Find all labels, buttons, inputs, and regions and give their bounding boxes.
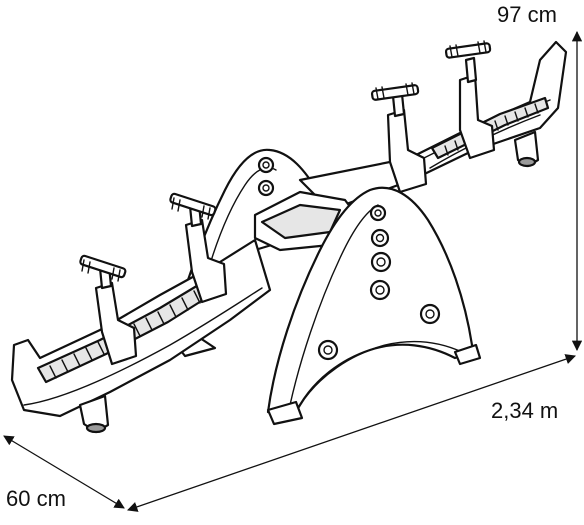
front-bolt-6 (317, 339, 339, 361)
front-bolts (317, 204, 441, 361)
front-bolt-2 (370, 228, 390, 248)
rear-bolt-1 (257, 156, 275, 174)
front-bolt-3 (370, 251, 392, 273)
front-bolt-5 (419, 303, 441, 325)
right-seat-beam (298, 40, 568, 212)
front-arch-foot-left (266, 400, 304, 426)
front-bolt-1 (369, 204, 387, 222)
front-bolt-4 (369, 279, 391, 301)
right-handle-far (444, 40, 496, 160)
length-dimension-line (127, 354, 576, 512)
left-handle-far (169, 192, 228, 304)
dimension-lines (3, 30, 583, 512)
length-dimension-label: 2,34 m (491, 398, 559, 423)
front-arch-foot-right (453, 343, 482, 366)
height-dimension-label: 97 cm (497, 2, 557, 27)
left-handle-near (79, 254, 138, 366)
left-seat-beam (10, 238, 272, 434)
rear-bolt-2 (257, 179, 275, 197)
depth-dimension-label: 60 cm (6, 486, 66, 511)
front-arch-support (266, 186, 482, 426)
depth-dimension-line (3, 435, 125, 509)
right-handle-near (370, 82, 428, 194)
